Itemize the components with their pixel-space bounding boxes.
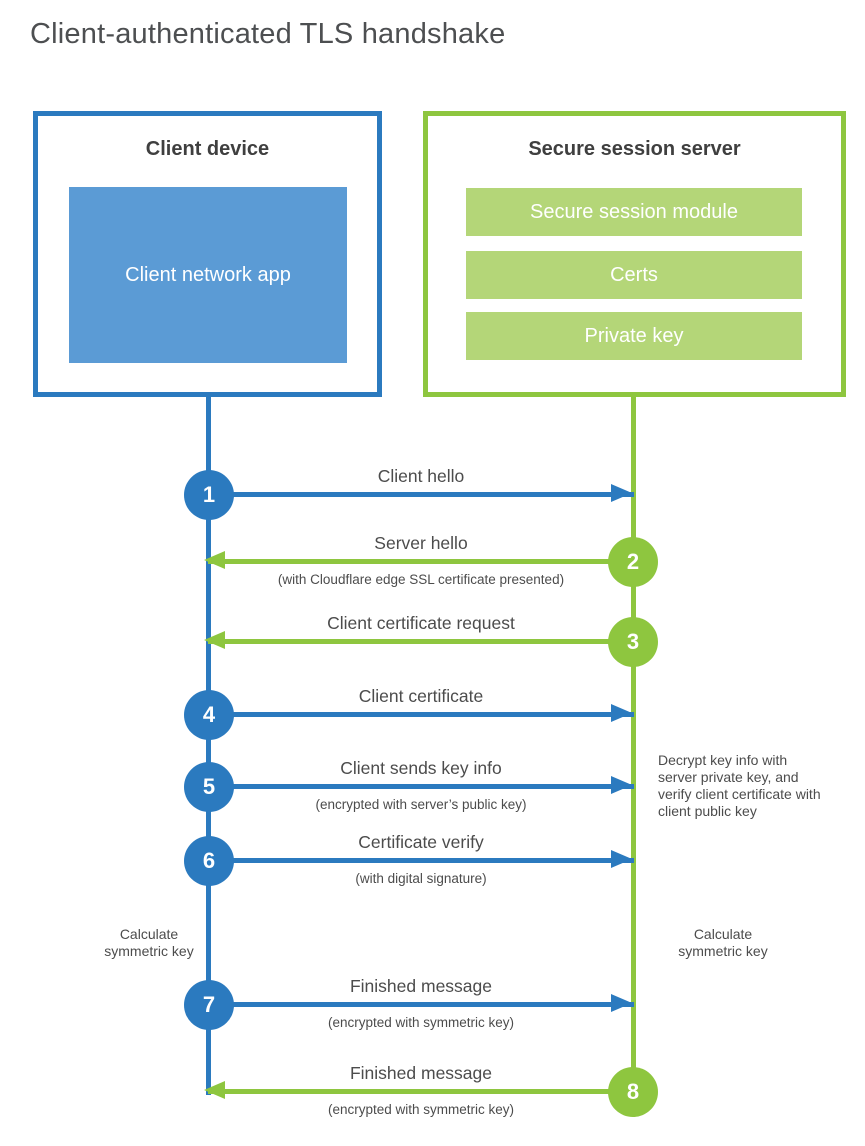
step-sublabel: (with Cloudflare edge SSL certificate pr… xyxy=(277,572,565,587)
arrow-line xyxy=(208,858,634,863)
step-label: Finished message xyxy=(349,976,493,996)
arrow-line xyxy=(208,559,634,564)
server-private-key-bar: Private key xyxy=(466,312,802,360)
arrow-left-icon xyxy=(204,551,225,569)
step-number-badge: 8 xyxy=(608,1067,658,1117)
step-sublabel: (encrypted with symmetric key) xyxy=(327,1102,515,1117)
step-label: Server hello xyxy=(374,533,468,553)
step-label: Finished message xyxy=(349,1063,493,1083)
step-number-badge: 1 xyxy=(184,470,234,520)
calculate-symmetric-key-left: Calculate symmetric key xyxy=(104,926,194,959)
arrow-line xyxy=(208,712,634,717)
arrow-right-icon xyxy=(611,484,632,502)
arrow-right-icon xyxy=(611,994,632,1012)
server-lifeline xyxy=(631,397,636,1092)
client-lifeline xyxy=(206,397,211,1095)
arrow-right-icon xyxy=(611,850,632,868)
arrow-right-icon xyxy=(611,704,632,722)
client-network-app-box: Client network app xyxy=(69,187,347,363)
step-label: Client certificate xyxy=(358,686,484,706)
arrow-line xyxy=(208,492,634,497)
arrow-line xyxy=(208,639,634,644)
step-label: Client certificate request xyxy=(327,613,515,633)
server-certs-bar: Certs xyxy=(466,251,802,299)
step-label: Certificate verify xyxy=(358,832,484,852)
decrypt-note: Decrypt key info with server private key… xyxy=(658,752,821,819)
page-title: Client-authenticated TLS handshake xyxy=(30,18,506,50)
step-sublabel: (encrypted with symmetric key) xyxy=(327,1015,515,1030)
client-device-label: Client device xyxy=(145,138,270,160)
arrow-line xyxy=(208,784,634,789)
arrow-left-icon xyxy=(204,1081,225,1099)
step-number-badge: 2 xyxy=(608,537,658,587)
step-number-badge: 6 xyxy=(184,836,234,886)
server-module-bar: Secure session module xyxy=(466,188,802,236)
secure-session-server-label: Secure session server xyxy=(528,138,741,160)
calculate-symmetric-key-right: Calculate symmetric key xyxy=(678,926,768,959)
step-number-badge: 5 xyxy=(184,762,234,812)
step-number-badge: 4 xyxy=(184,690,234,740)
arrow-line xyxy=(208,1002,634,1007)
arrow-line xyxy=(208,1089,634,1094)
arrow-left-icon xyxy=(204,631,225,649)
step-sublabel: (with digital signature) xyxy=(355,871,487,886)
step-label: Client sends key info xyxy=(340,758,502,778)
step-sublabel: (encrypted with server’s public key) xyxy=(315,797,527,812)
step-number-badge: 7 xyxy=(184,980,234,1030)
arrow-right-icon xyxy=(611,776,632,794)
client-network-app-label: Client network app xyxy=(125,263,291,286)
step-label: Client hello xyxy=(377,466,465,486)
step-number-badge: 3 xyxy=(608,617,658,667)
